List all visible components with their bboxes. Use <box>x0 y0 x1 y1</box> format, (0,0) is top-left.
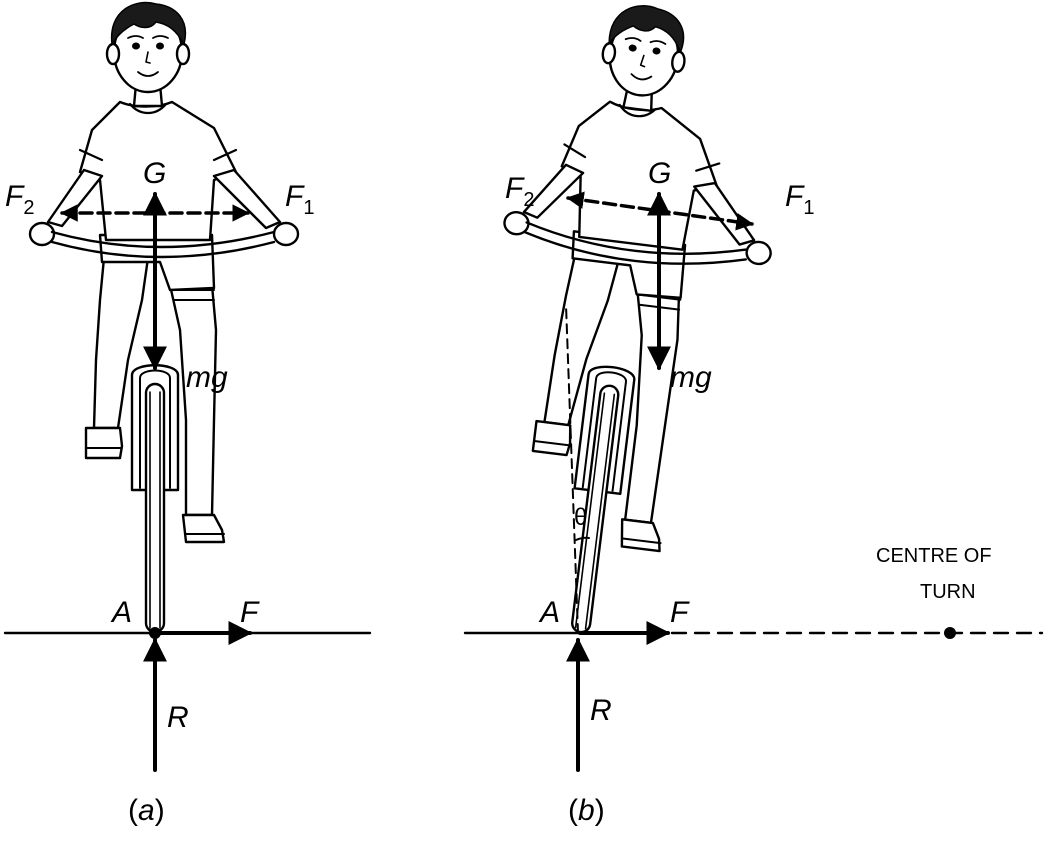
vertical-reference-b <box>565 304 579 634</box>
figure-b: F2 F1 G mg θ A F R CENTRE OF TURN (b) <box>454 0 1044 827</box>
label-theta-b: θ <box>574 504 587 531</box>
label-f2-b: F2 <box>505 172 534 211</box>
label-f2-a: F2 <box>5 180 34 219</box>
label-r-a: R <box>167 701 189 734</box>
label-mg-a: mg <box>186 361 228 394</box>
rider-tilted <box>454 0 800 651</box>
label-r-b: R <box>590 694 612 727</box>
theta-arc-b <box>575 536 590 541</box>
label-a-a: A <box>110 596 132 629</box>
label-f-a: F <box>240 596 260 629</box>
caption-b: (b) <box>568 794 605 827</box>
label-g-a: G <box>143 157 166 190</box>
label-a-b: A <box>538 596 560 629</box>
label-f-b: F <box>670 596 690 629</box>
handlebar-force-arrow-b <box>566 191 754 231</box>
label-f1-a: F1 <box>285 180 314 219</box>
rider-upright <box>28 1 300 634</box>
figure-a: F2 F1 G mg A F R (a) <box>3 1 372 827</box>
centre-of-turn-label-line2: TURN <box>920 581 976 603</box>
centre-of-turn-label-line1: CENTRE OF <box>876 545 992 567</box>
label-g-b: G <box>648 157 671 190</box>
centre-of-turn-point <box>944 627 956 639</box>
caption-a: (a) <box>128 794 165 827</box>
label-mg-b: mg <box>670 361 712 394</box>
label-f1-b: F1 <box>785 180 814 219</box>
